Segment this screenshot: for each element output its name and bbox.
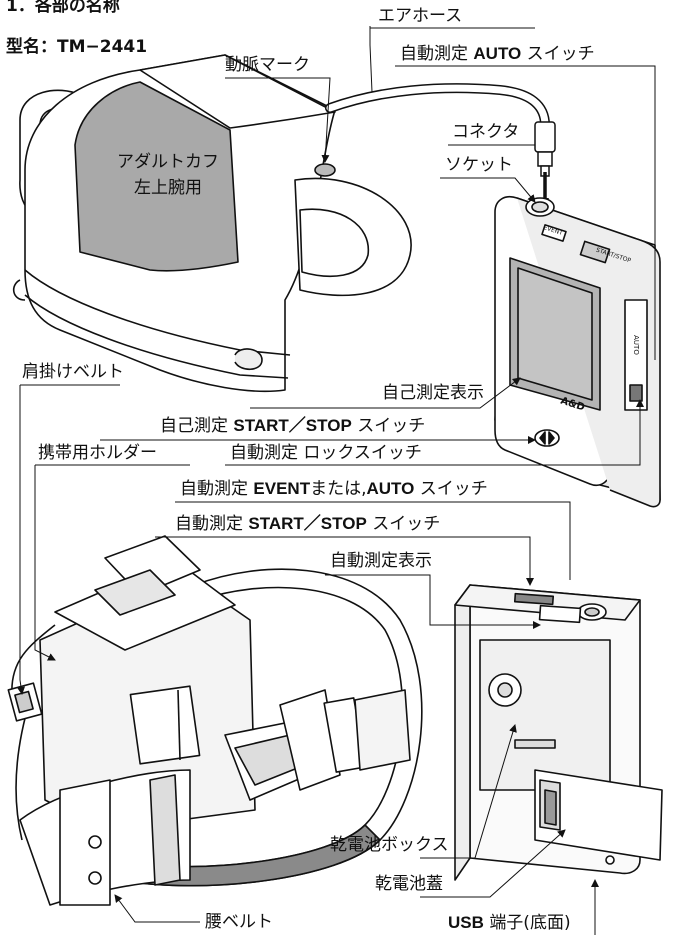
label-auto-switch-top-suffix: スイッチ bbox=[526, 44, 595, 64]
label-cuff-line2: 左上腕用 bbox=[134, 178, 202, 198]
monitor-back-drawing bbox=[454, 584, 663, 881]
label-waist-belt: 腰ベルト bbox=[205, 912, 273, 932]
connector bbox=[534, 121, 556, 177]
label-lock-switch: 自動測定 ロックスイッチ bbox=[230, 443, 422, 463]
label-event-auto-suffix: スイッチ bbox=[419, 479, 488, 499]
label-battery-box: 乾電池ボックス bbox=[330, 835, 449, 855]
label-air-hose: エアホース bbox=[378, 6, 463, 26]
label-event-auto-key2: AUTO bbox=[366, 479, 415, 498]
label-self-start-stop-key: START／STOP bbox=[233, 416, 352, 435]
label-event-auto-switch: 自動測定 EVENTまたは,AUTO スイッチ bbox=[180, 479, 488, 499]
label-connector: コネクタ bbox=[452, 122, 520, 142]
label-holder: 携帯用ホルダー bbox=[38, 443, 157, 463]
label-auto-start-stop-key: START／STOP bbox=[248, 514, 367, 533]
label-auto-switch-top-prefix: 自動測定 bbox=[400, 44, 468, 64]
model-name: 型名：TM−2441 bbox=[6, 37, 148, 57]
label-shoulder-belt: 肩掛けベルト bbox=[22, 362, 124, 382]
label-auto-switch-top: 自動測定 AUTO スイッチ bbox=[400, 44, 595, 64]
label-auto-start-stop: 自動測定 START／STOP スイッチ bbox=[175, 514, 440, 534]
label-event-key: EVENT bbox=[253, 479, 311, 498]
label-artery-mark: 動脈マーク bbox=[225, 55, 310, 75]
holder-drawing bbox=[7, 535, 423, 906]
label-auto-switch-top-key: AUTO bbox=[473, 44, 522, 63]
section-title: 1．各部の名称 bbox=[6, 0, 120, 16]
label-self-display: 自己測定表示 bbox=[382, 383, 484, 403]
label-cuff-line1: アダルトカフ bbox=[117, 152, 219, 172]
label-self-start-stop-prefix: 自己測定 bbox=[160, 416, 228, 436]
leader-lines bbox=[17, 26, 656, 935]
device-auto-key: AUTO bbox=[631, 335, 640, 355]
label-event-auto-mid: または, bbox=[310, 479, 367, 499]
label-usb-port: USB 端子(底面) bbox=[448, 913, 571, 933]
label-auto-start-stop-suffix: スイッチ bbox=[372, 514, 441, 534]
label-usb-suffix: 端子(底面) bbox=[489, 913, 571, 933]
monitor-drawing bbox=[494, 196, 661, 508]
cuff-drawing bbox=[12, 54, 412, 393]
label-event-auto-prefix: 自動測定 bbox=[180, 479, 248, 499]
label-auto-display: 自動測定表示 bbox=[330, 551, 432, 571]
label-auto-start-stop-prefix: 自動測定 bbox=[175, 514, 243, 534]
label-socket: ソケット bbox=[445, 155, 513, 175]
label-self-start-stop-suffix: スイッチ bbox=[357, 416, 426, 436]
label-usb-key: USB bbox=[448, 913, 484, 932]
label-self-start-stop: 自己測定 START／STOP スイッチ bbox=[160, 416, 425, 436]
label-battery-cover: 乾電池蓋 bbox=[375, 874, 443, 894]
